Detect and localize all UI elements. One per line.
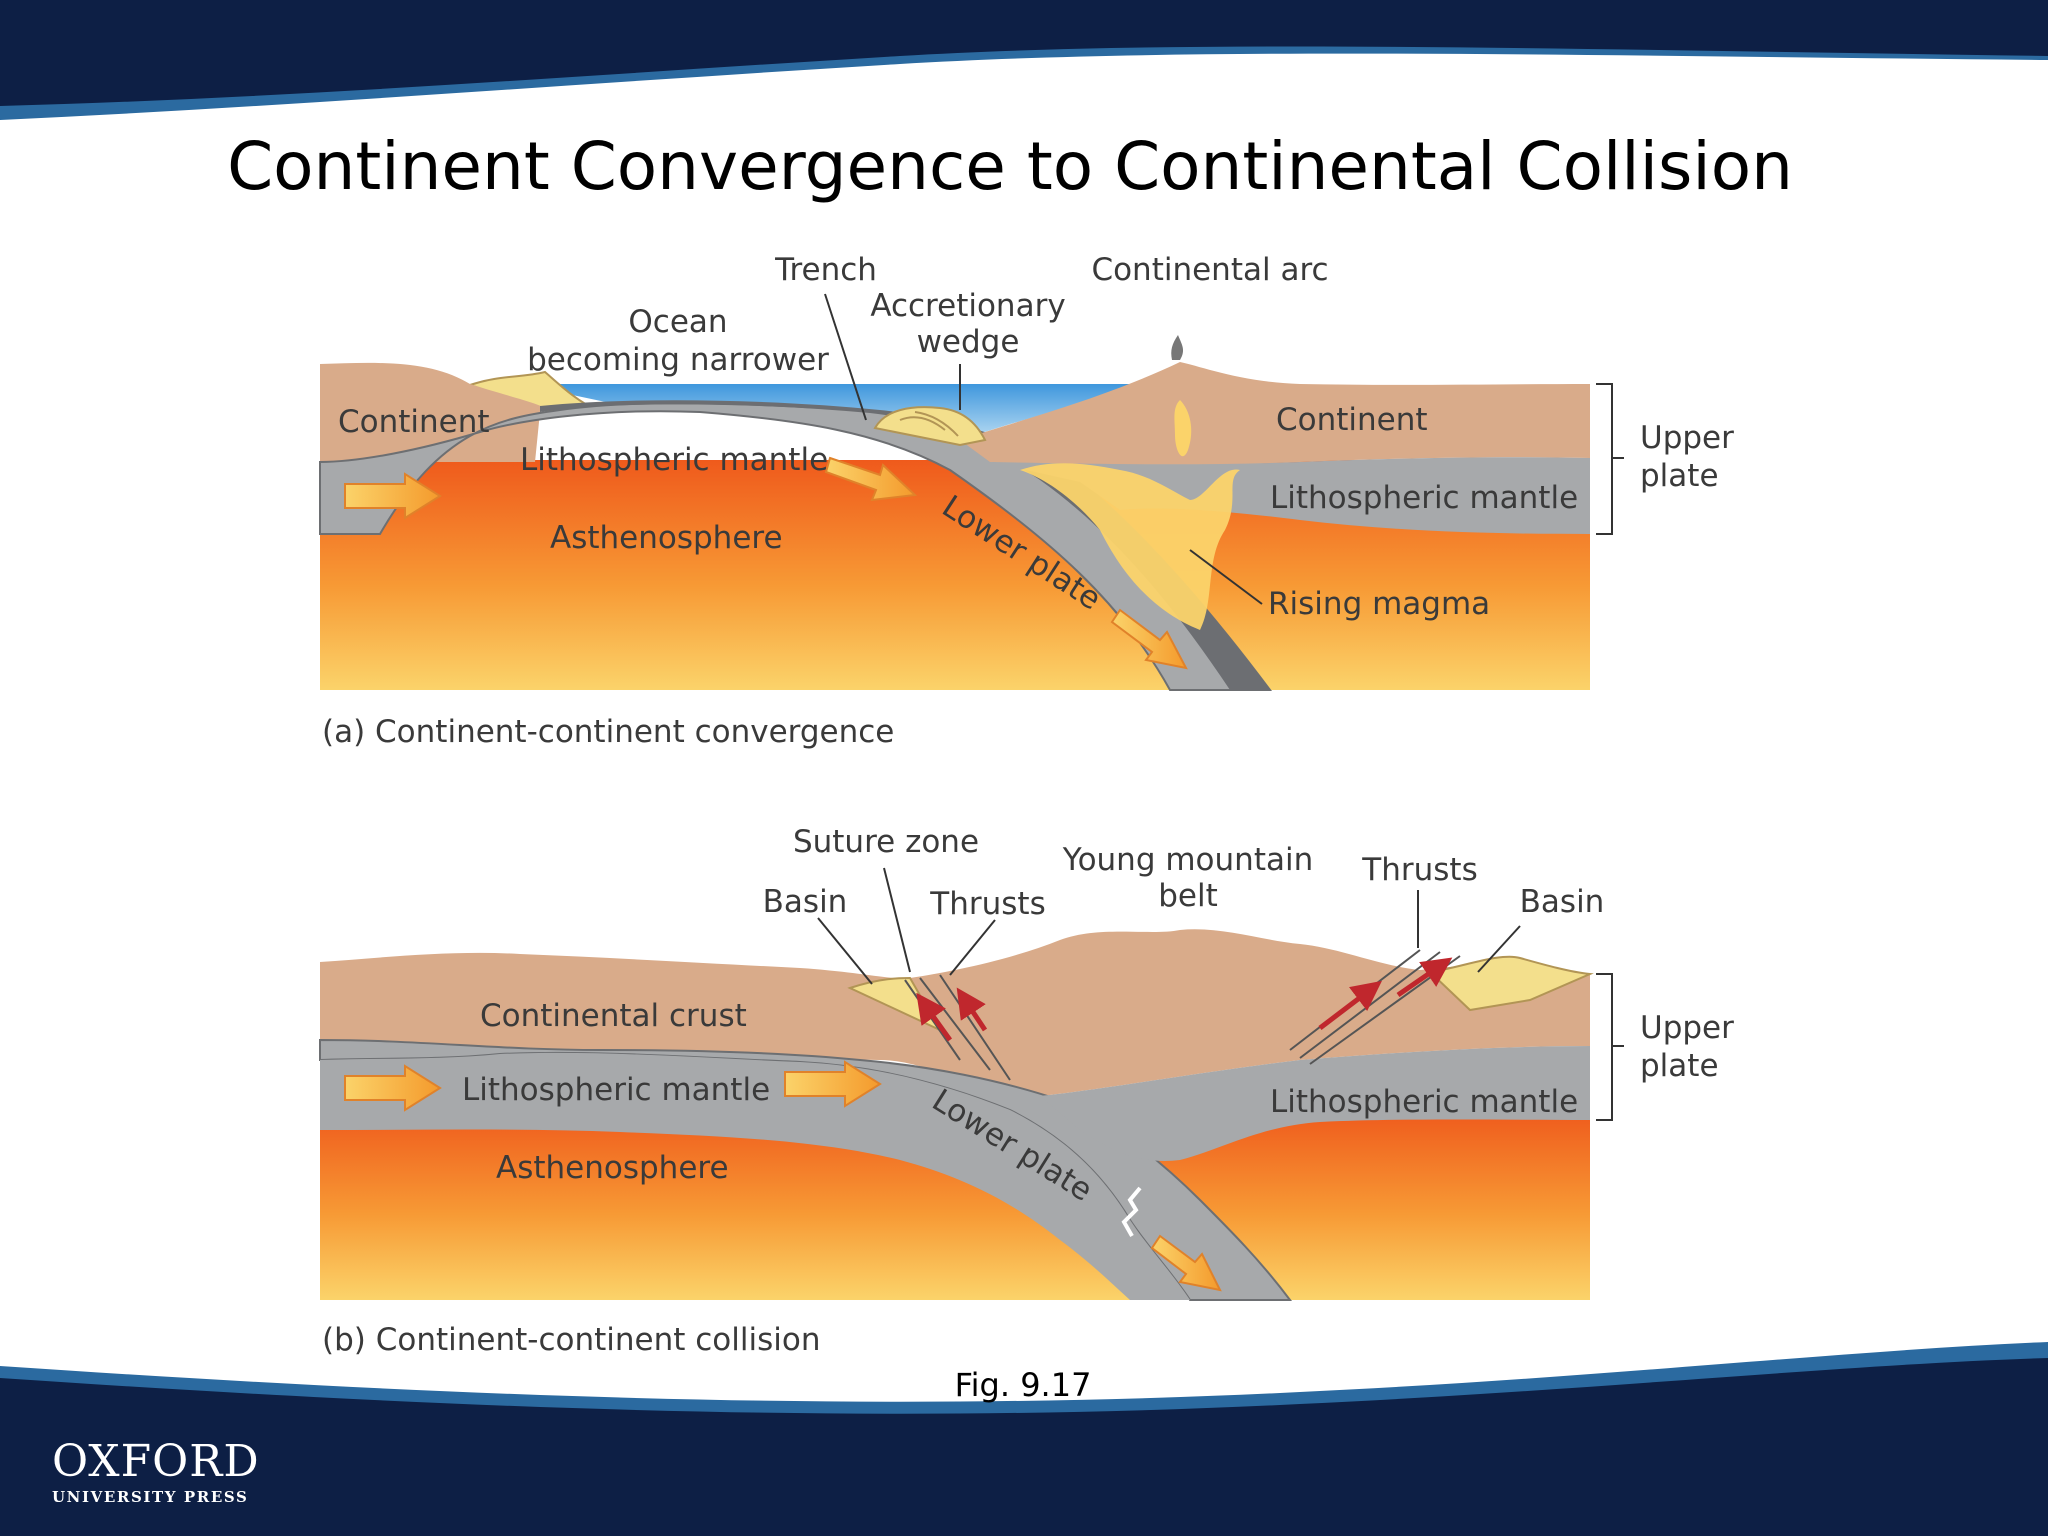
label-basin-left: Basin: [763, 884, 848, 920]
diagram-b-labels: Suture zone Young mountain belt Basin Th…: [322, 824, 1734, 1358]
arrow-a-lower: [1110, 608, 1188, 670]
logo-main-text: OXFORD: [52, 1436, 260, 1487]
label-thrusts-right: Thrusts: [1361, 852, 1477, 888]
lith-mantle-right-b: [1040, 1046, 1590, 1161]
label-lith-mantle-right: Lithospheric mantle: [1270, 480, 1578, 516]
arrow-b-mid: [784, 1060, 882, 1108]
label-upper-plate-b-1: Upper: [1640, 1010, 1734, 1046]
continent-left-crust: [320, 362, 546, 462]
rising-magma: [1020, 463, 1240, 630]
label-ocean-1: Ocean: [628, 304, 727, 340]
figure-reference: Fig. 9.17: [954, 1366, 1092, 1404]
label-lith-mantle-right-b: Lithospheric mantle: [1270, 1084, 1578, 1120]
label-continent-right: Continent: [1276, 402, 1428, 438]
bottom-banner: [0, 1342, 2048, 1536]
label-continental-arc: Continental arc: [1091, 252, 1328, 288]
logo-sub-text: UNIVERSITY PRESS: [52, 1488, 249, 1506]
label-accretionary-wedge-1: Accretionary: [870, 288, 1065, 324]
label-upper-plate-b-2: plate: [1640, 1048, 1719, 1084]
caption-a: (a) Continent-continent convergence: [322, 714, 894, 750]
publisher-logo: OXFORD UNIVERSITY PRESS: [52, 1436, 260, 1507]
bracket-upper-plate-b: [1596, 973, 1624, 1121]
label-young-mountain-2: belt: [1158, 878, 1218, 914]
top-banner: [0, 0, 2048, 120]
label-upper-plate-a-1: Upper: [1640, 420, 1734, 456]
label-thrusts-left: Thrusts: [929, 886, 1045, 922]
label-trench: Trench: [774, 252, 877, 288]
label-young-mountain-1: Young mountain: [1062, 842, 1313, 878]
label-lith-mantle-left: Lithospheric mantle: [520, 442, 828, 478]
label-rising-magma: Rising magma: [1268, 586, 1490, 622]
diagram-b: [319, 867, 1624, 1301]
label-basin-right: Basin: [1520, 884, 1605, 920]
bracket-upper-plate-a: [1596, 383, 1624, 535]
diagram-a: [319, 293, 1624, 691]
label-continent-left: Continent: [338, 404, 490, 440]
label-asthenosphere-b: Asthenosphere: [496, 1150, 729, 1186]
label-upper-plate-a-2: plate: [1640, 458, 1719, 494]
arrow-b-left: [344, 1064, 442, 1112]
label-lith-mantle-left-b: Lithospheric mantle: [462, 1072, 770, 1108]
slide-title: Continent Convergence to Continental Col…: [227, 128, 1793, 205]
label-accretionary-wedge-2: wedge: [917, 324, 1020, 360]
arrow-b-lower: [1150, 1234, 1222, 1292]
label-continental-crust: Continental crust: [480, 998, 747, 1034]
arrow-a-left: [344, 472, 442, 520]
caption-b: (b) Continent-continent collision: [322, 1322, 820, 1358]
continent-right-crust: [960, 362, 1590, 467]
label-ocean-2: becoming narrower: [527, 342, 829, 378]
label-suture-zone: Suture zone: [793, 824, 979, 860]
arrow-a-mid: [824, 456, 918, 502]
label-asthenosphere: Asthenosphere: [550, 520, 783, 556]
